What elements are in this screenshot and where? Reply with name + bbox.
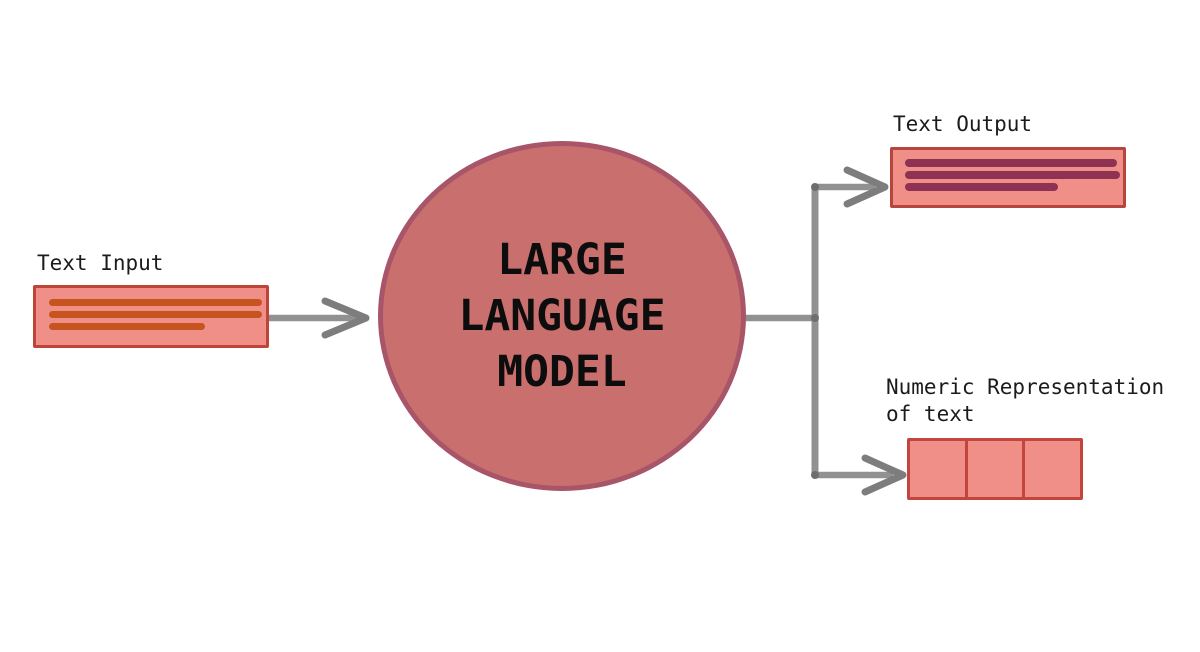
vector-cell: [910, 441, 965, 497]
llm-text-line-3: MODEL: [497, 347, 627, 397]
numeric-label-line-2: of text: [886, 402, 975, 426]
arrowhead-input-llm: [321, 297, 370, 339]
text-input-label: Text Input: [37, 251, 164, 275]
joint-dot: [811, 471, 819, 479]
text-line: [905, 183, 1058, 191]
llm-text-line-1: LARGE: [497, 235, 627, 285]
text-output-label: Text Output: [893, 112, 1033, 136]
joint-dot: [811, 183, 819, 191]
text-line: [49, 323, 205, 330]
vector-cell: [964, 441, 1023, 497]
vector-cell: [1022, 441, 1080, 497]
arrowhead-numeric: [861, 454, 907, 496]
numeric-vector-box: [907, 438, 1083, 500]
joint-dot: [811, 314, 819, 322]
llm-circle-text: LARGE LANGUAGE MODEL: [458, 232, 665, 400]
llm-text-line-2: LANGUAGE: [458, 291, 666, 341]
text-line: [905, 159, 1117, 167]
text-line: [905, 171, 1120, 179]
numeric-representation-label: Numeric Representation of text: [886, 374, 1164, 428]
text-input-box: [33, 285, 269, 348]
llm-circle: LARGE LANGUAGE MODEL: [378, 141, 746, 491]
text-line: [49, 299, 262, 306]
text-output-box: [890, 147, 1126, 208]
numeric-label-line-1: Numeric Representation: [886, 375, 1165, 399]
arrowhead-output: [843, 166, 889, 208]
text-line: [49, 311, 262, 318]
